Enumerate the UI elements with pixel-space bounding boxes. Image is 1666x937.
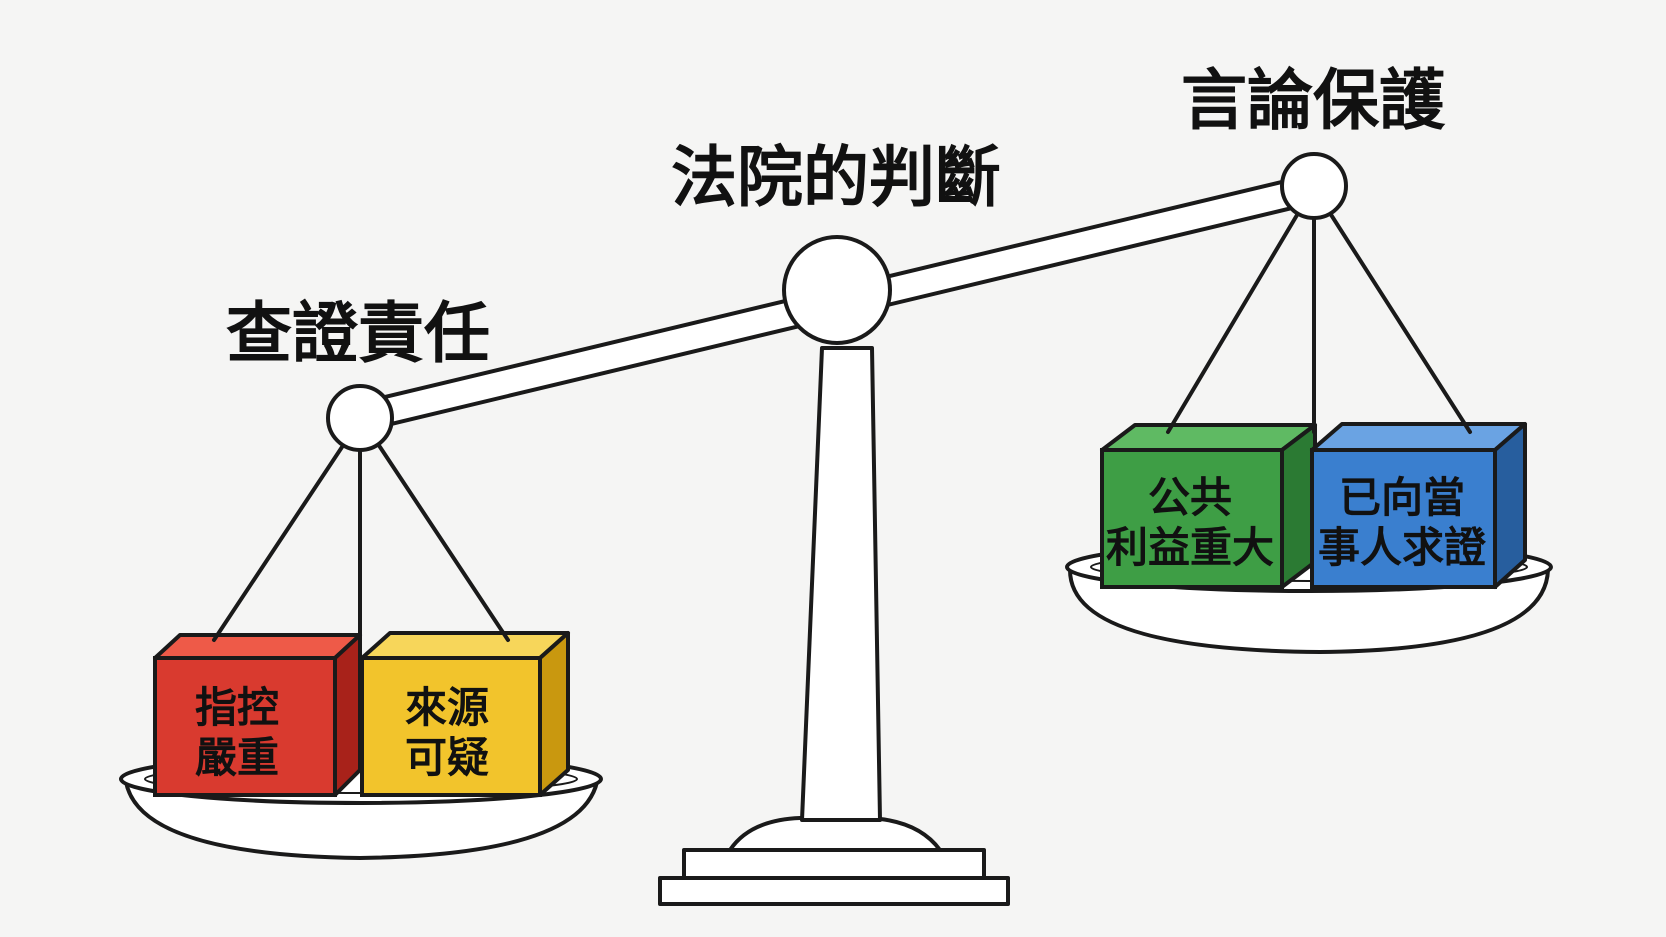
right-box-blue: 已向當 事人求證 bbox=[1310, 422, 1527, 589]
left-side-label: 查證責任 bbox=[226, 295, 490, 372]
diagram-title: 法院的判斷 bbox=[671, 139, 1001, 216]
right-box-blue-line-1: 已向當 bbox=[1339, 473, 1465, 522]
center-pivot-ring bbox=[782, 235, 892, 345]
right-box-green-line-1: 公共 bbox=[1148, 473, 1232, 522]
scale-base bbox=[658, 816, 1010, 906]
left-box-yellow-line-1: 來源 bbox=[405, 683, 489, 732]
left-box-yellow: 來源 可疑 bbox=[360, 631, 570, 797]
right-strings bbox=[1166, 208, 1472, 434]
right-pivot-ring bbox=[1280, 152, 1348, 220]
scale-pillar bbox=[800, 346, 882, 822]
right-box-green: 公共 利益重大 bbox=[1100, 423, 1317, 589]
left-box-red: 指控 嚴重 bbox=[153, 633, 362, 797]
left-box-red-line-2: 嚴重 bbox=[195, 733, 279, 782]
right-box-blue-line-2: 事人求證 bbox=[1318, 523, 1487, 572]
right-side-label: 言論保護 bbox=[1181, 62, 1446, 139]
right-box-green-line-2: 利益重大 bbox=[1106, 523, 1274, 572]
left-box-red-line-1: 指控 bbox=[195, 683, 279, 732]
left-strings bbox=[212, 436, 510, 642]
left-box-yellow-line-2: 可疑 bbox=[405, 733, 489, 782]
left-pivot-ring bbox=[326, 384, 394, 452]
